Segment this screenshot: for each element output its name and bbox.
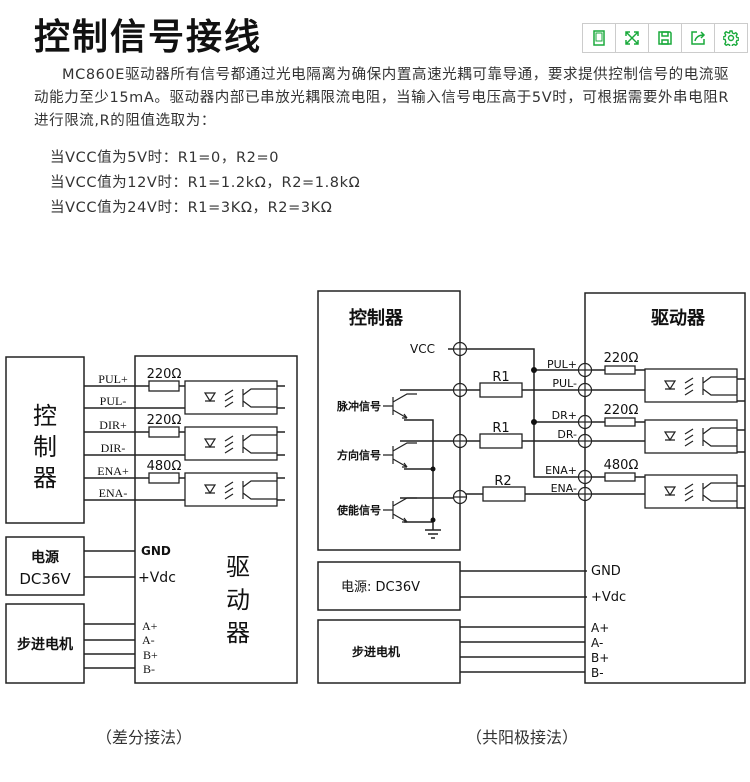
external-resistor-label: R1 — [492, 370, 509, 385]
terminal-icon — [577, 486, 593, 502]
terminal-icon — [452, 341, 468, 357]
resistor-value: 220Ω — [604, 351, 639, 366]
intro-paragraph: MC860E驱动器所有信号都通过光电隔离为确保内置高速光耦可靠导通，要求提供控制… — [34, 67, 730, 129]
motor-pin: B- — [143, 662, 155, 676]
controller-label: 控 — [33, 402, 57, 430]
common-anode-diagram: 控制器 驱动器 VCC 脉冲信号 方向信号 使能信号 R1 R1 R2 220Ω… — [317, 290, 746, 684]
optocoupler — [184, 472, 278, 507]
settings-button[interactable] — [715, 24, 747, 52]
optocoupler — [184, 426, 278, 461]
terminal-icon — [577, 382, 593, 398]
share-icon — [691, 31, 706, 45]
resistor-conditions: 当VCC值为5V时：R1=0，R2=0 当VCC值为12V时：R1=1.2kΩ，… — [50, 146, 360, 221]
driver-label: 动 — [226, 586, 250, 614]
differential-caption: （差分接法） — [96, 728, 193, 747]
motor-pin: B- — [591, 666, 604, 680]
power-label: 电源 — [31, 549, 59, 566]
resistor-value: 220Ω — [147, 367, 182, 382]
vdc-pin: +Vdc — [591, 590, 626, 605]
signal-label: PUL+ — [547, 358, 577, 371]
condition-12v: 当VCC值为12V时：R1=1.2kΩ，R2=1.8kΩ — [50, 175, 361, 191]
differential-diagram: 控 制 器 驱 动 器 PUL+ PUL- DIR+ DIR- ENA+ ENA… — [5, 355, 298, 684]
condition-5v: 当VCC值为5V时：R1=0，R2=0 — [50, 150, 280, 166]
terminal-icon — [452, 433, 468, 449]
share-button[interactable] — [682, 24, 715, 52]
motor-label: 步进电机 — [17, 636, 73, 653]
settings-icon — [723, 30, 739, 46]
signal-label: DR+ — [552, 409, 577, 422]
motor-pin: B+ — [591, 651, 609, 665]
external-resistor-label: R1 — [492, 421, 509, 436]
driver-title: 驱动器 — [651, 308, 706, 329]
tablet-view-button[interactable] — [583, 24, 616, 52]
fullscreen-button[interactable] — [616, 24, 649, 52]
signal-label: ENA- — [99, 486, 128, 500]
motor-pin: A+ — [591, 621, 609, 635]
signal-label: DIR+ — [99, 418, 127, 432]
vdc-pin: +Vdc — [138, 570, 176, 586]
transistor-icon — [382, 497, 418, 523]
terminal-icon — [577, 433, 593, 449]
input-label: 脉冲信号 — [336, 399, 381, 413]
motor-pin: B+ — [143, 648, 158, 662]
controller-title: 控制器 — [349, 307, 404, 329]
controller-label: 制 — [33, 433, 57, 461]
transistor-icon — [382, 442, 418, 468]
resistor-value: 480Ω — [604, 458, 639, 473]
signal-label: DR- — [557, 428, 577, 441]
signal-label: ENA+ — [545, 464, 577, 477]
motor-label: 步进电机 — [352, 644, 400, 659]
power-label: 电源: DC36V — [341, 580, 420, 595]
driver-label: 驱 — [226, 553, 250, 581]
signal-label: ENA- — [551, 482, 577, 495]
optocoupler — [644, 474, 738, 509]
page-title: 控制信号接线 — [34, 17, 263, 58]
transistor-icon — [382, 393, 418, 419]
terminal-icon — [577, 362, 593, 378]
input-label: 方向信号 — [337, 448, 381, 462]
gnd-pin: GND — [591, 564, 621, 579]
resistor-value: 220Ω — [604, 403, 639, 418]
vcc-label: VCC — [410, 342, 435, 356]
signal-label: PUL- — [100, 394, 127, 408]
optocoupler — [184, 380, 278, 415]
condition-24v: 当VCC值为24V时：R1=3KΩ，R2=3KΩ — [50, 200, 333, 216]
signal-label: PUL+ — [98, 372, 128, 386]
save-icon — [658, 31, 672, 45]
gnd-pin: GND — [141, 544, 171, 558]
power-value: DC36V — [19, 570, 71, 588]
optocoupler — [644, 419, 738, 454]
signal-label: DIR- — [101, 441, 126, 455]
motor-pin: A- — [142, 633, 155, 647]
terminal-icon — [577, 414, 593, 430]
motor-pin: A- — [591, 636, 603, 650]
expand-icon — [625, 31, 639, 45]
resistor-value: 480Ω — [147, 459, 182, 474]
driver-label: 器 — [226, 619, 250, 647]
common-anode-caption: （共阳极接法） — [466, 728, 579, 747]
toolbar — [582, 23, 748, 53]
signal-label: PUL- — [552, 377, 577, 390]
motor-pin: A+ — [142, 619, 158, 633]
tablet-icon — [593, 30, 605, 46]
controller-label: 器 — [33, 464, 57, 492]
resistor-value: 220Ω — [147, 413, 182, 428]
input-label: 使能信号 — [336, 503, 381, 517]
external-resistor-label: R2 — [494, 474, 511, 489]
terminal-icon — [577, 469, 593, 485]
optocoupler — [644, 368, 738, 403]
terminal-icon — [452, 382, 468, 398]
save-button[interactable] — [649, 24, 682, 52]
signal-label: ENA+ — [97, 464, 129, 478]
terminal-icon — [452, 489, 468, 505]
